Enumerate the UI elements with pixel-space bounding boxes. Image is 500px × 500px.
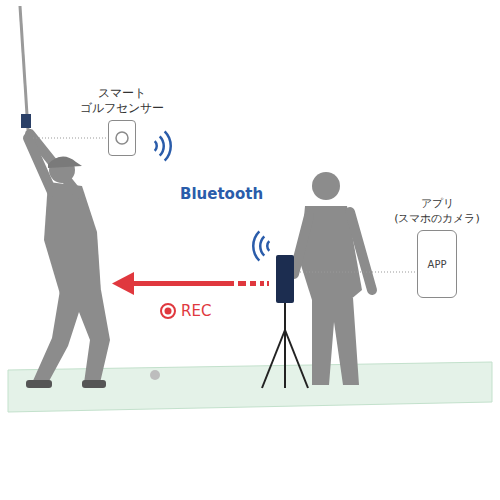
golfer-silhouette bbox=[20, 6, 110, 388]
person-silhouette bbox=[294, 172, 372, 385]
signal-wave bbox=[252, 230, 260, 261]
callout-heading: スマート ゴルフセンサー bbox=[66, 86, 178, 116]
record-arrow bbox=[112, 272, 269, 295]
signal-waves bbox=[154, 130, 270, 261]
app-text: APP bbox=[428, 259, 447, 270]
floor-band bbox=[8, 362, 492, 412]
sensor-callout: スマート ゴルフセンサー bbox=[66, 86, 178, 156]
callout-heading: アプリ (スマホのカメラ) bbox=[383, 196, 491, 226]
phone-icon: APP bbox=[417, 230, 457, 298]
smartphone-on-tripod bbox=[276, 255, 294, 303]
golf-ball bbox=[150, 370, 160, 380]
bluetooth-label: Bluetooth bbox=[180, 185, 263, 203]
tripod bbox=[262, 303, 308, 388]
signal-wave bbox=[266, 240, 270, 251]
sensor-lens bbox=[114, 130, 130, 146]
signal-wave bbox=[259, 235, 265, 256]
signal-wave bbox=[154, 140, 158, 151]
app-callout: アプリ (スマホのカメラ) APP bbox=[383, 196, 491, 298]
signal-wave bbox=[164, 130, 172, 161]
sensor-icon bbox=[108, 120, 136, 156]
record-icon bbox=[161, 304, 175, 318]
signal-wave bbox=[159, 135, 165, 156]
rec-label: REC bbox=[181, 302, 211, 320]
leader-line bbox=[298, 272, 415, 273]
leader-line bbox=[33, 138, 112, 139]
